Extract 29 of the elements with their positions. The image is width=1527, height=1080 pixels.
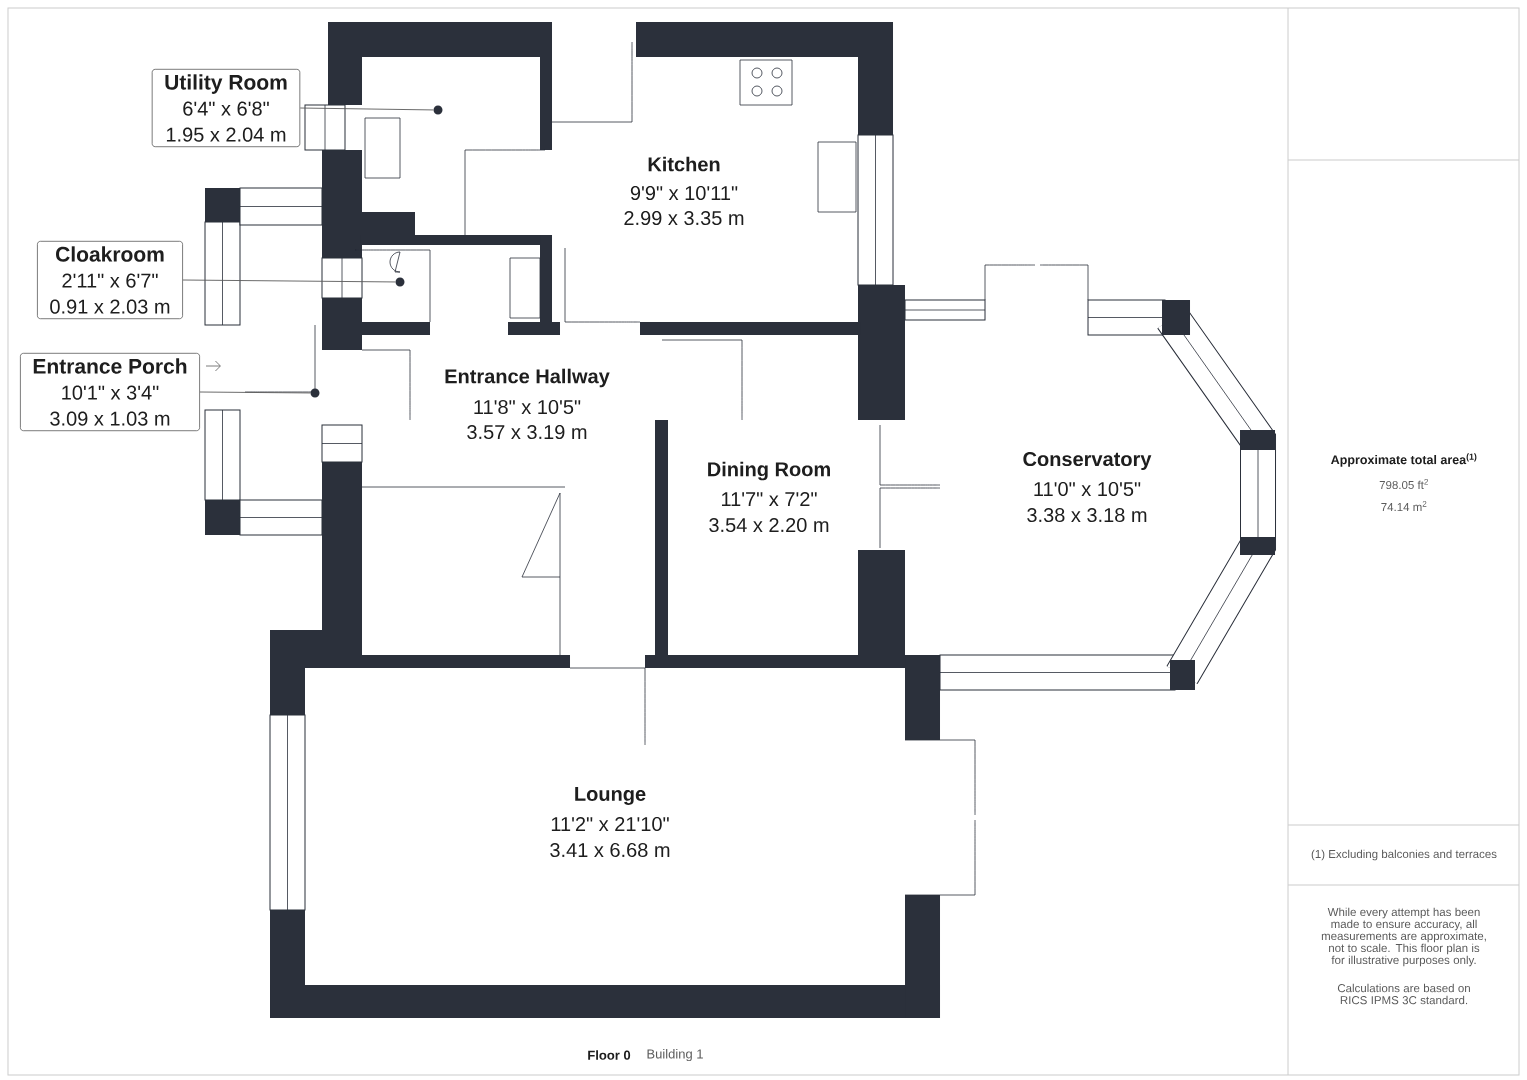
room-name: Entrance Hallway [445,368,610,388]
room-dimensions: 3.57 x 3.19 m [467,424,587,440]
room-dimensions: 3.41 x 6.68 m [550,842,670,858]
note-text: (1) Excluding balconies and terraces [1311,849,1497,861]
room-dimensions: 11'8" x 10'5" [474,399,581,415]
callout-box: Cloakroom 2'11" x 6'7" 0.91 x 2.03 m [37,240,183,320]
room-dimensions: 11'0" x 10'5" [1034,481,1141,497]
room-name: Lounge [575,787,646,805]
room-dimensions: 3.38 x 3.18 m [1027,507,1147,523]
note-text: Calculations are based on RICS IPMS 3C standard. [1337,983,1470,1005]
room-dimensions: 3.54 x 2.20 m [709,517,829,533]
room-dimensions: 9'9" x 10'11" [630,185,738,201]
floor-label: Building 1 [647,1048,703,1062]
area-heading: Approximate total area$^{(1)}$ [1331,453,1477,467]
callout-box: Utility Room 6'4" x 6'8" 1.95 x 2.04 m [151,68,301,148]
leader-line [182,279,396,283]
floor-label: Floor 0 [588,1050,631,1060]
leader-line [199,391,311,394]
callout-box: Entrance Porch 10'1" x 3'4" 3.09 x 1.03 m [20,352,200,432]
room-dimensions: 11'7" x 7'2" [722,492,817,506]
room-name: Conservatory [1023,451,1152,471]
room-dimensions: 11'2" x 21'10" [551,816,669,832]
room-name: Kitchen [648,156,720,172]
area-value: 74.14 m$^{2}$ [1381,501,1427,511]
note-text: While every attempt has been made to ensure accuracy, all measurements are approximate, not to scale. This floor plan is for illustrative purposes only. [1321,907,1486,967]
room-dimensions: 2.99 x 3.35 m [624,210,744,226]
area-value: 798.05 ft$^{2}$ [1379,478,1428,490]
room-name: Dining Room [708,461,830,481]
leader-line [299,107,434,111]
